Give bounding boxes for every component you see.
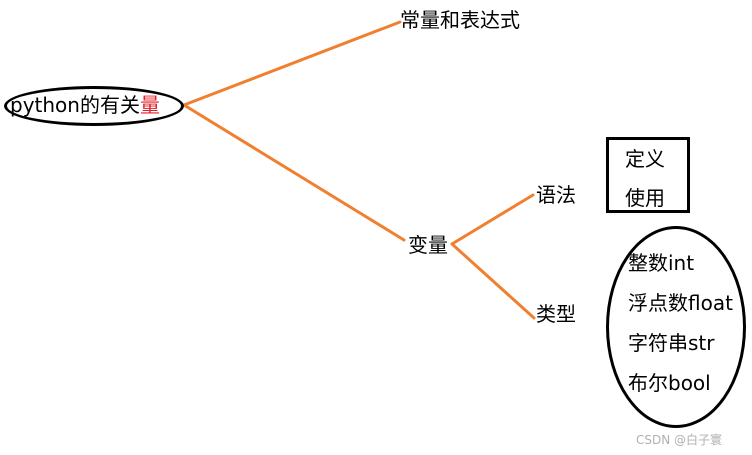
edge-root-to-variables [182, 103, 406, 242]
syntax-item-define: 定义 [625, 147, 665, 171]
root-node-label: python的有关量 [10, 93, 160, 117]
root-node-ellipse [4, 86, 184, 126]
watermark: CSDN @白子寰 [636, 433, 723, 447]
root-label-prefix: python的有关 [10, 93, 140, 117]
node-variables: 变量 [408, 233, 448, 257]
node-constants-expressions: 常量和表达式 [400, 8, 520, 32]
type-item-int: 整数int [628, 251, 695, 275]
root-label-highlight: 量 [139, 93, 160, 117]
type-item-float: 浮点数float [628, 291, 733, 315]
edge-root-to-constants [182, 20, 402, 107]
type-item-bool: 布尔bool [628, 371, 711, 395]
syntax-item-use: 使用 [625, 186, 665, 210]
node-syntax: 语法 [536, 183, 576, 207]
node-types: 类型 [536, 302, 576, 326]
edge-variables-to-syntax [450, 193, 535, 246]
syntax-items-box: 定义 使用 [606, 137, 690, 213]
edge-variables-to-types [450, 242, 536, 320]
type-item-str: 字符串str [628, 331, 715, 355]
types-items-ellipse: 整数int 浮点数float 字符串str 布尔bool [606, 226, 746, 428]
